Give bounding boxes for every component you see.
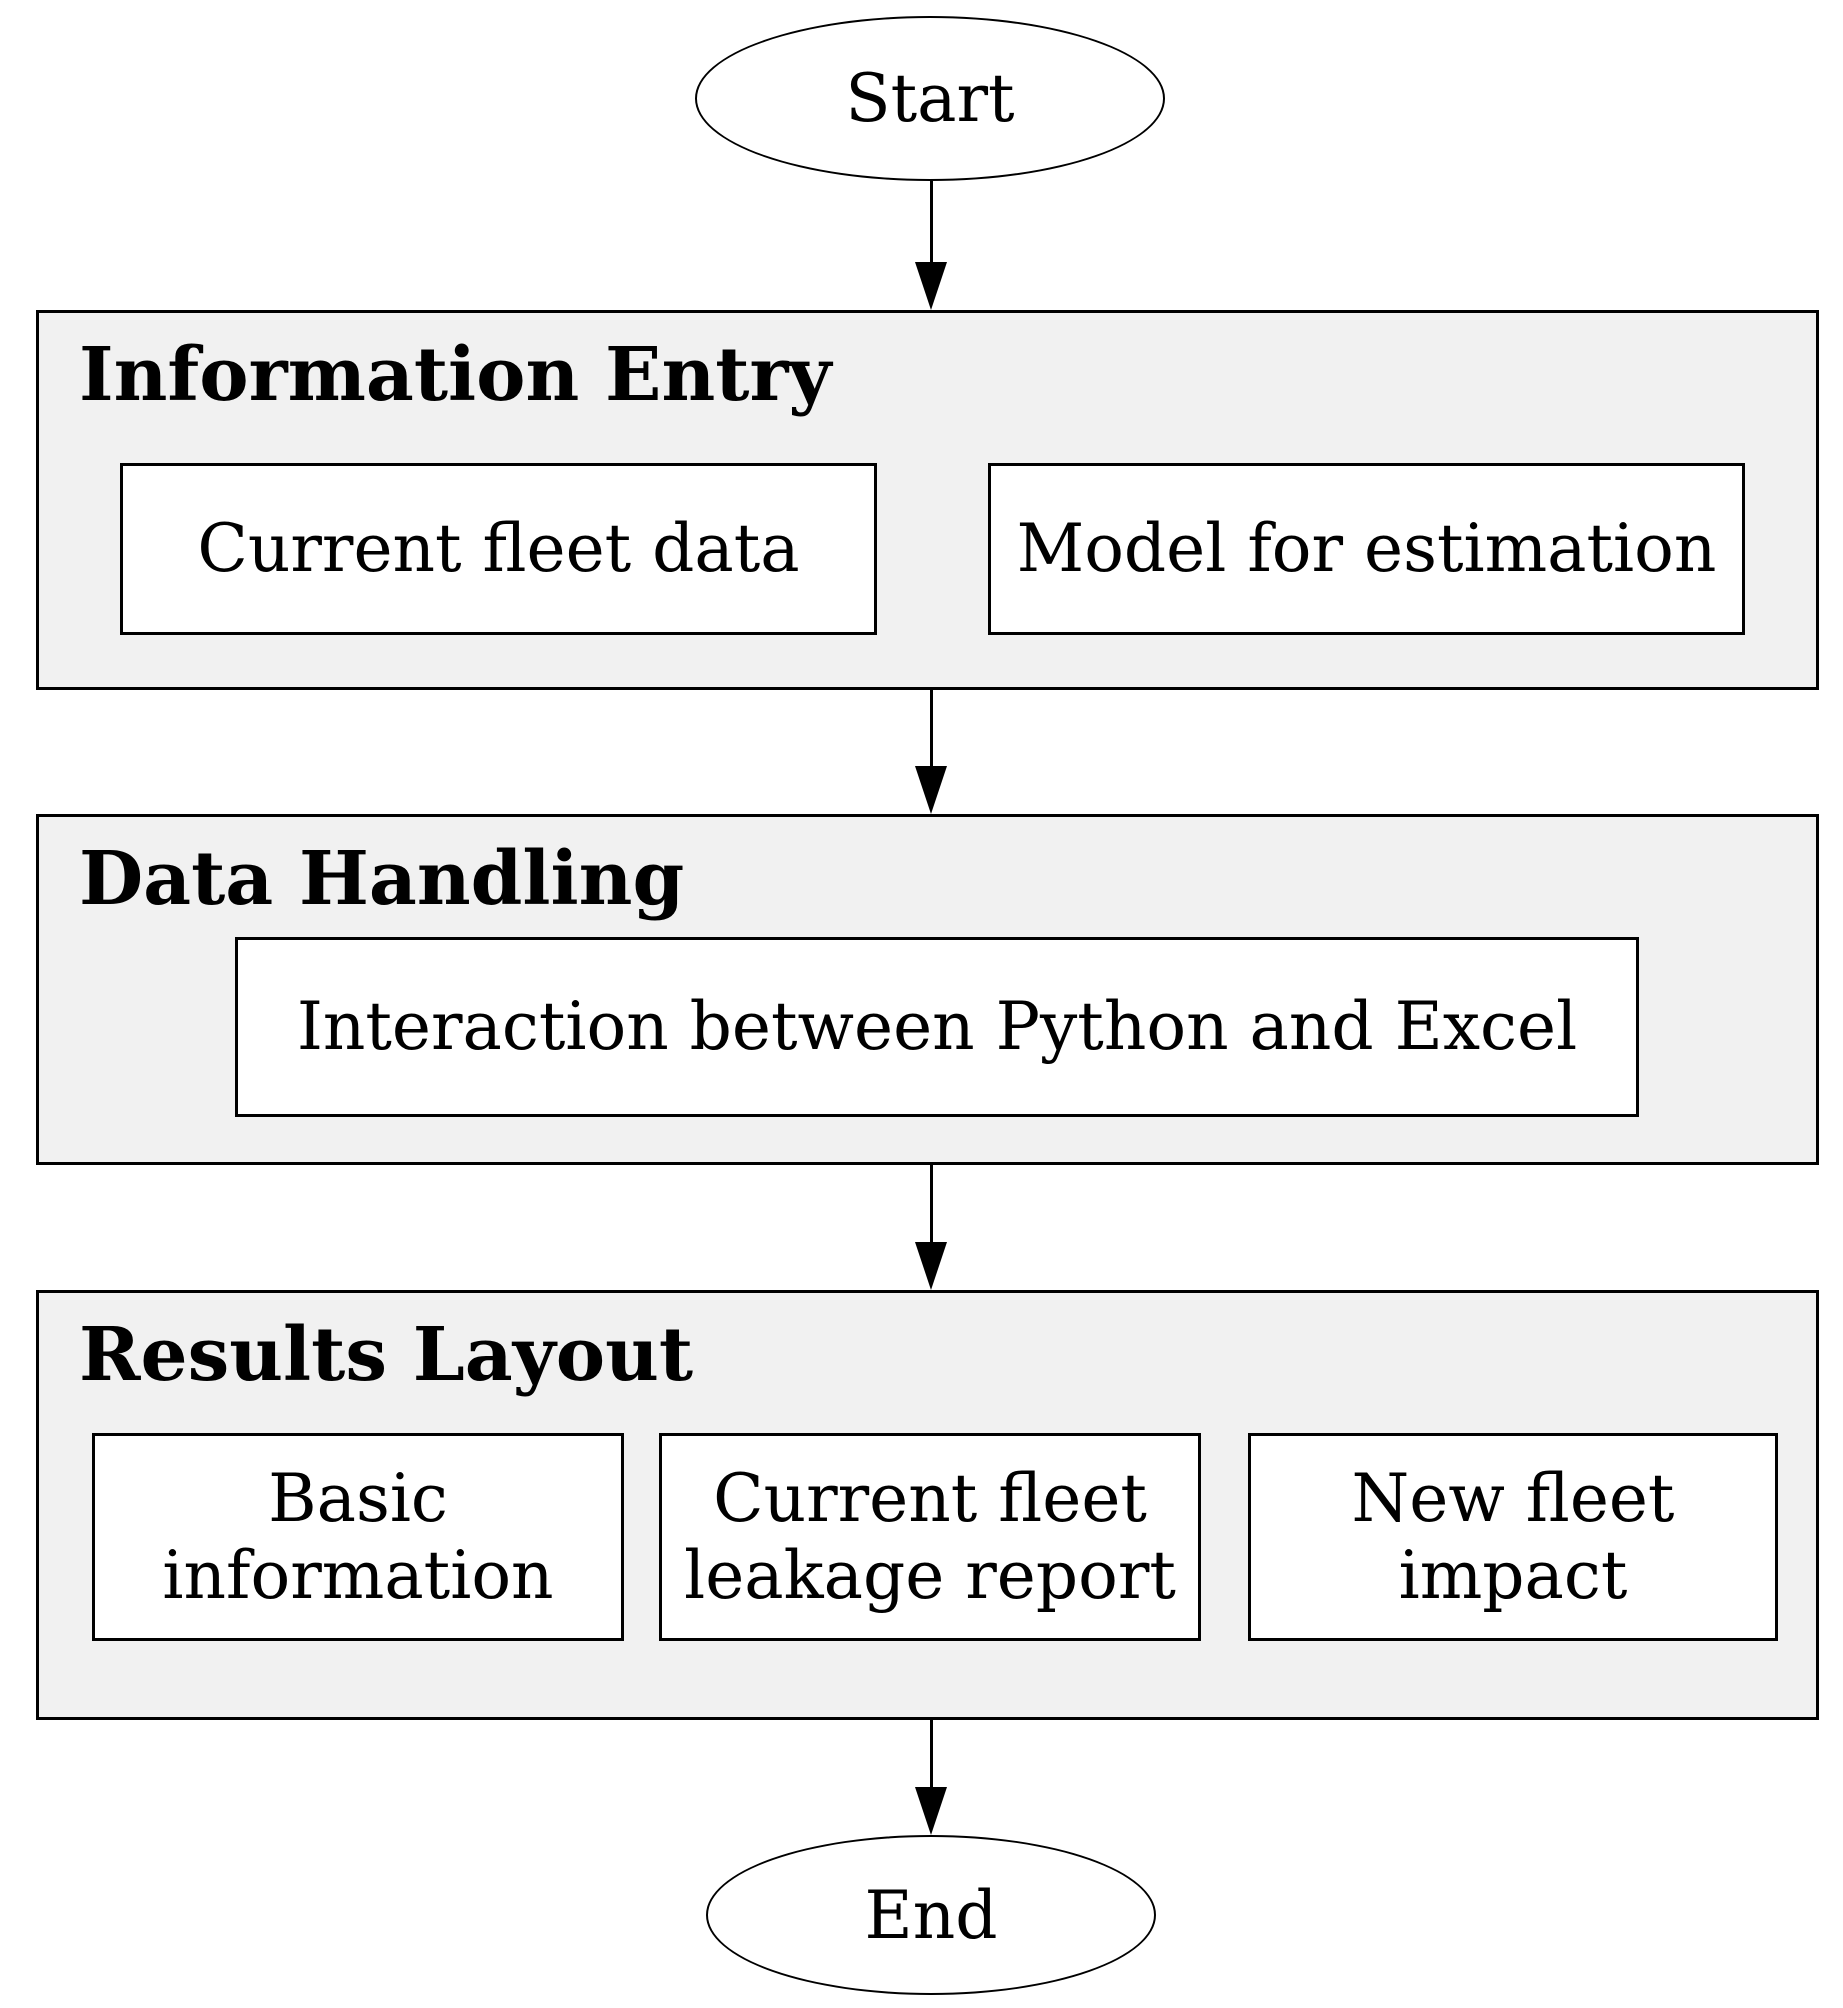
arrow-line xyxy=(929,1165,933,1246)
arrow-down-icon xyxy=(915,690,947,814)
end-label: End xyxy=(864,1876,998,1954)
section-title: Results Layout xyxy=(79,1312,694,1398)
arrow-line xyxy=(929,690,933,770)
section-title: Data Handling xyxy=(79,836,685,922)
node-basic-information: Basic information xyxy=(92,1433,624,1641)
arrow-head xyxy=(915,262,947,310)
start-label: Start xyxy=(845,60,1015,137)
start-terminator: Start xyxy=(695,16,1165,181)
end-terminator: End xyxy=(706,1835,1156,1995)
node-current-fleet-leakage-report: Current fleet leakage report xyxy=(659,1433,1201,1641)
node-interaction-between-python-and-excel: Interaction between Python and Excel xyxy=(235,937,1639,1117)
section-title: Information Entry xyxy=(79,332,832,418)
section-data-handling: Data Handling Interaction between Python… xyxy=(36,814,1819,1165)
arrow-line xyxy=(929,1720,933,1791)
section-results-layout: Results Layout Basic information Current… xyxy=(36,1290,1819,1720)
node-model-for-estimation: Model for estimation xyxy=(988,463,1745,635)
arrow-down-icon xyxy=(915,1720,947,1835)
arrow-head xyxy=(915,1242,947,1290)
node-new-fleet-impact: New fleet impact xyxy=(1248,1433,1778,1641)
arrow-head xyxy=(915,1787,947,1835)
node-current-fleet-data: Current fleet data xyxy=(120,463,877,635)
arrow-line xyxy=(929,181,933,266)
arrow-head xyxy=(915,766,947,814)
arrow-down-icon xyxy=(915,1165,947,1290)
arrow-down-icon xyxy=(915,181,947,310)
section-information-entry: Information Entry Current fleet data Mod… xyxy=(36,310,1819,690)
